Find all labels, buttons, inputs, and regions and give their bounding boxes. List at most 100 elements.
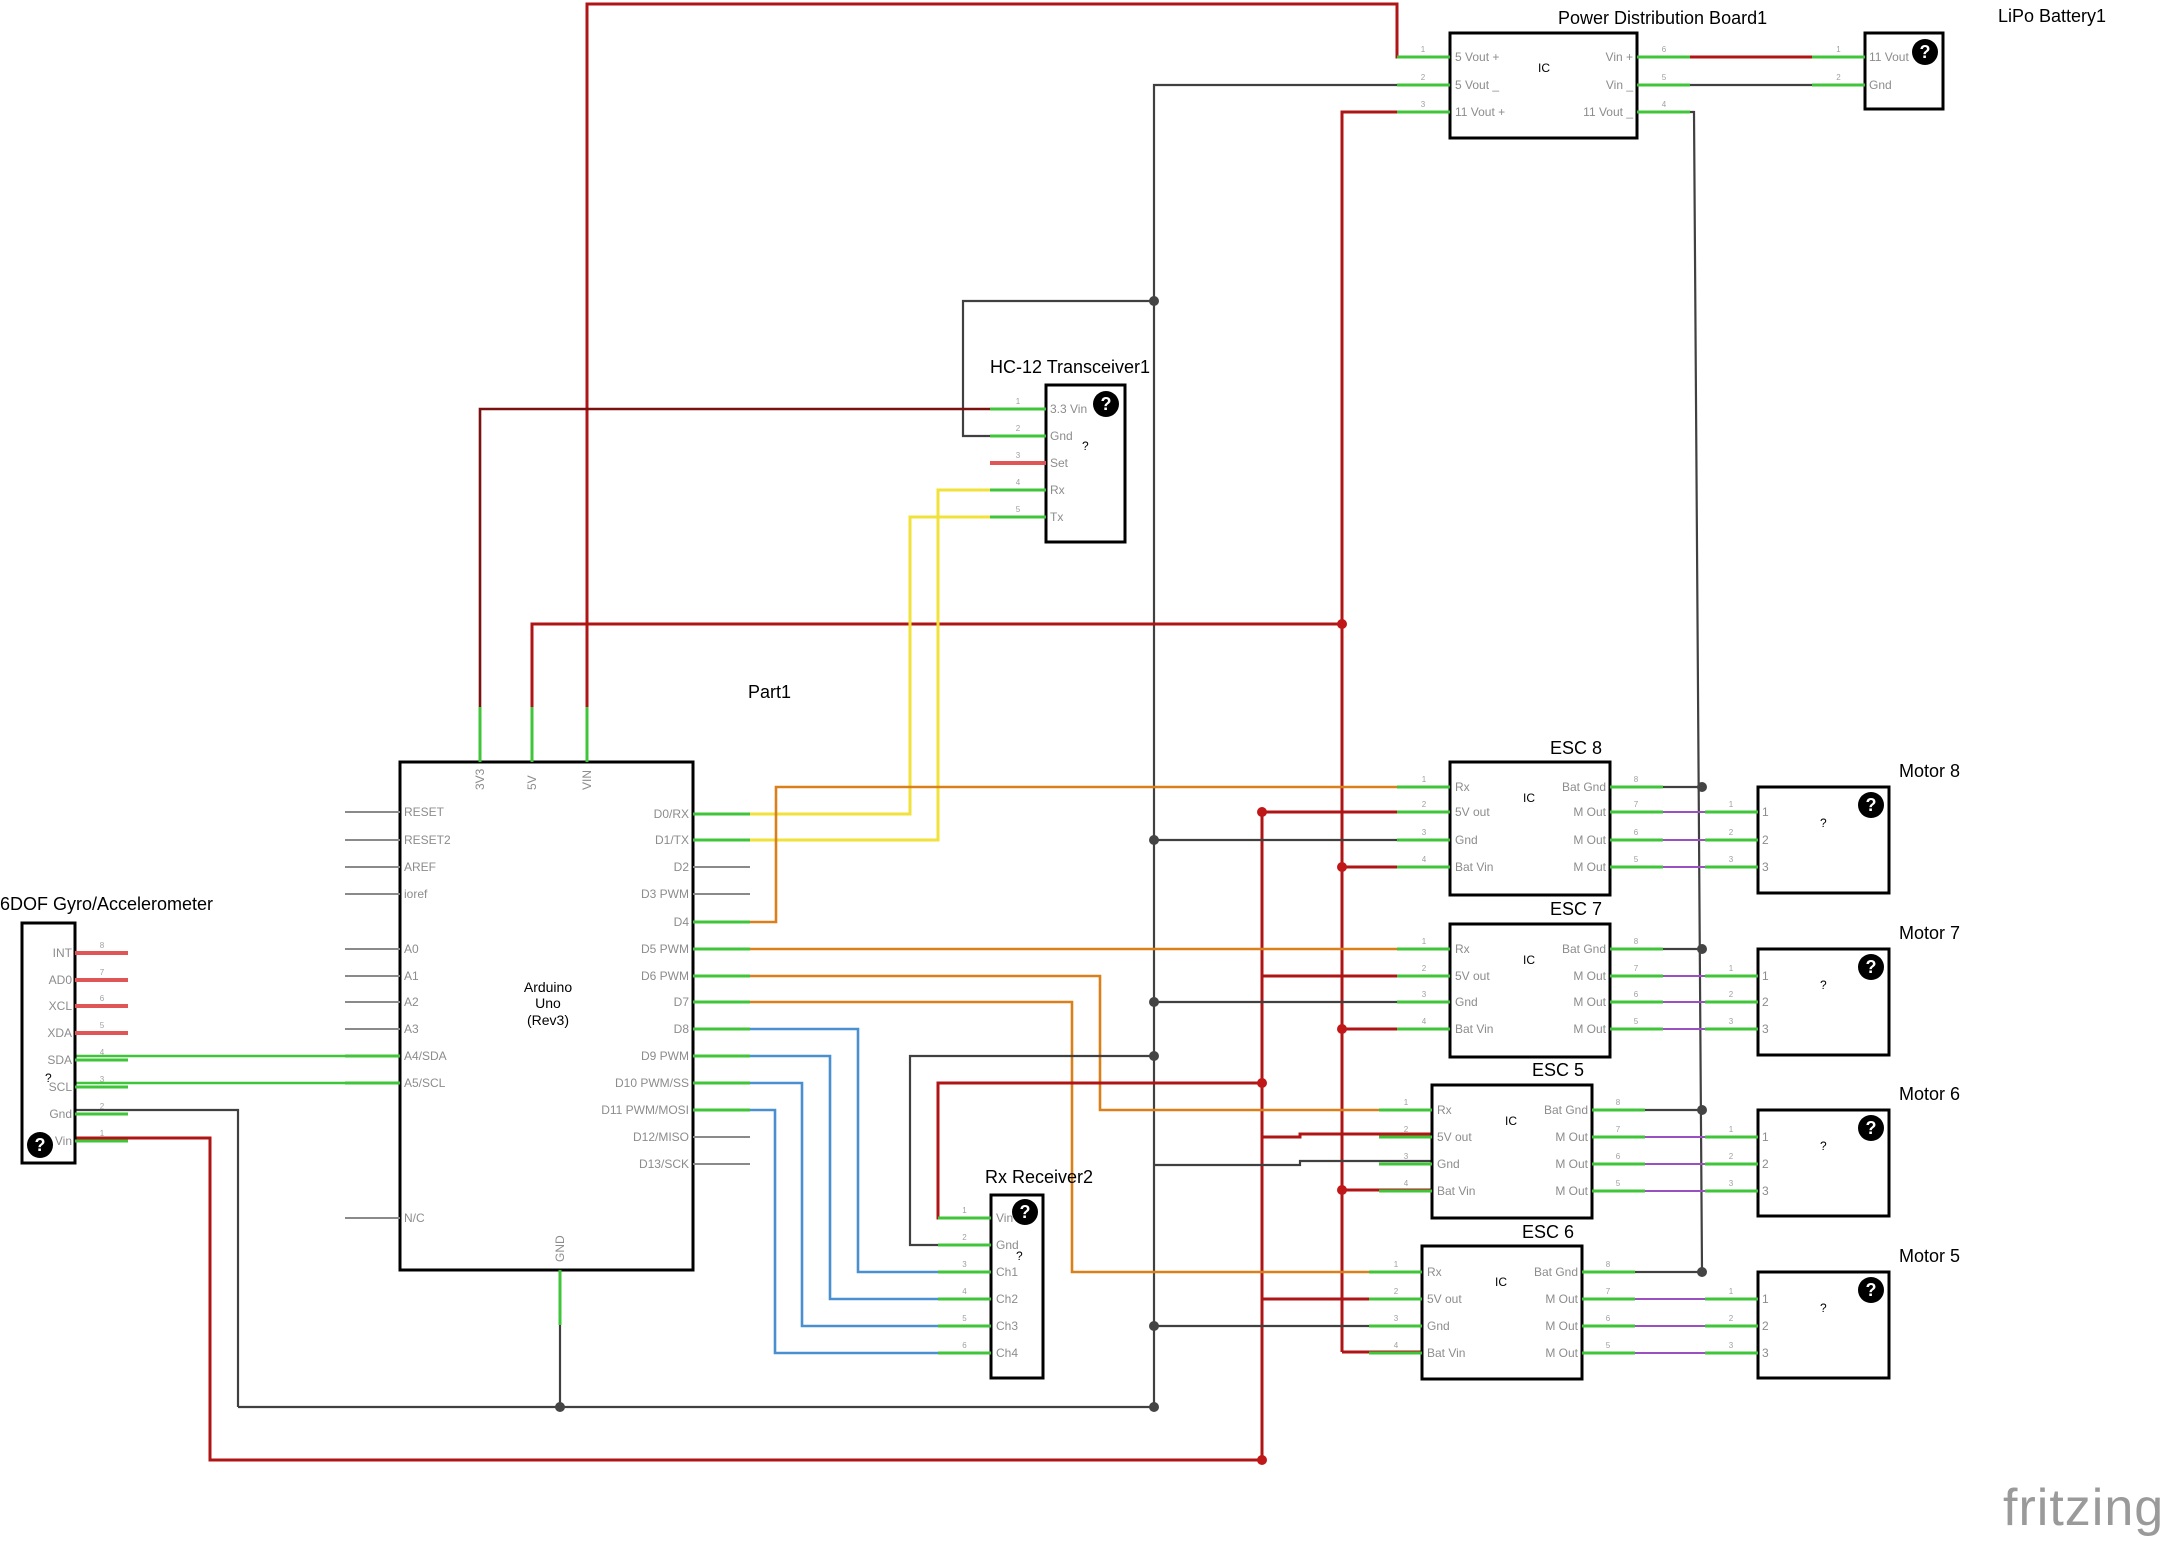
pdb-pin-vin[interactable]: Vin +6 [1606, 45, 1690, 64]
wire-d1-hc12-rx[interactable] [750, 488, 995, 842]
arduino-pin-a2[interactable]: A2 [345, 995, 419, 1009]
motor-pin-1[interactable]: 11 [1705, 1287, 1769, 1306]
pdb-pin-vin[interactable]: Vin _5 [1606, 73, 1690, 92]
wire-d0-hc12-tx[interactable] [750, 515, 995, 816]
motor-pin-3[interactable]: 33 [1705, 1179, 1769, 1198]
motor-pin-2[interactable]: 22 [1705, 990, 1769, 1009]
arduino-pin-reset2[interactable]: RESET2 [345, 833, 451, 847]
arduino-pin-a3[interactable]: A3 [345, 1022, 419, 1036]
motor-pin-1[interactable]: 11 [1705, 1125, 1769, 1144]
arduino-pin-d2[interactable]: D2 [674, 860, 750, 874]
esc-pin-rx[interactable]: Rx1 [1397, 937, 1470, 956]
gyro-module[interactable]: 6DOF Gyro/Accelerometer INT8AD07XCL6XDA5… [0, 894, 213, 1165]
motor-pin-3[interactable]: 33 [1705, 1341, 1769, 1360]
motor-pin-2[interactable]: 22 [1705, 828, 1769, 847]
hc12-transceiver[interactable]: HC-12 Transceiver1 3.3 Vin1Gnd2Set3Rx4Tx… [990, 357, 1150, 544]
wire-5v-bus[interactable] [530, 622, 1342, 712]
arduino-pin-ioref[interactable]: ioref [345, 887, 428, 901]
arduino-pin-3v3[interactable]: 3V3 [473, 707, 487, 790]
wire-3v3-hc12[interactable] [478, 407, 995, 712]
arduino-pin-aref[interactable]: AREF [345, 860, 436, 874]
arduino-pin-d7[interactable]: D7 [674, 995, 750, 1009]
arduino-pin-n-c[interactable]: N/C [345, 1211, 425, 1225]
wire-bat-gnd-bus[interactable] [1690, 110, 1704, 1271]
pdb-pin-11-vout[interactable]: 11 Vout _4 [1583, 100, 1690, 119]
esc-pin-rx[interactable]: Rx1 [1379, 1098, 1452, 1117]
arduino-pin-vin[interactable]: VIN [580, 707, 594, 790]
motor-pin-2[interactable]: 22 [1705, 1152, 1769, 1171]
wire-d11-ch4[interactable] [750, 1108, 990, 1355]
motor-pin-3[interactable]: 33 [1705, 855, 1769, 874]
wire-esc5-gnd[interactable] [1154, 1159, 1432, 1167]
motor-pin-3[interactable]: 33 [1705, 1017, 1769, 1036]
arduino-pin-a0[interactable]: A0 [345, 942, 419, 956]
arduino-pin-d9-pwm[interactable]: D9 PWM [641, 1049, 750, 1063]
arduino-pin-d12-miso[interactable]: D12/MISO [633, 1130, 750, 1144]
arduino-pin-d6-pwm[interactable]: D6 PWM [641, 969, 750, 983]
arduino-pin-a5-scl[interactable]: A5/SCL [345, 1076, 446, 1090]
wire-d4-esc8[interactable] [750, 785, 1450, 924]
arduino-gnd-pin[interactable]: GND [553, 1235, 567, 1325]
motor-pin-1[interactable]: 11 [1705, 964, 1769, 983]
hc12-pin-tx[interactable]: Tx5 [990, 505, 1063, 524]
wire-gyro-gnd[interactable] [75, 1108, 240, 1407]
wire-hc12-gnd[interactable] [961, 299, 1154, 438]
wire-d7-esc6[interactable] [750, 1000, 1422, 1274]
arduino-pin-d5-pwm[interactable]: D5 PWM [641, 942, 750, 956]
arduino-pin-d8[interactable]: D8 [674, 1022, 750, 1036]
wire-d9-ch2[interactable] [750, 1054, 990, 1301]
pdb-pin-11-vout[interactable]: 11 Vout +3 [1397, 100, 1505, 119]
arduino-pin-5v[interactable]: 5V [525, 707, 539, 790]
motor-pin-1[interactable]: 11 [1705, 800, 1769, 819]
arduino-pin-d0-rx[interactable]: D0/RX [654, 807, 750, 821]
arduino-pin-a1[interactable]: A1 [345, 969, 419, 983]
wire-d8-ch1[interactable] [750, 1027, 990, 1274]
arduino-pin-d1-tx[interactable]: D1/TX [655, 833, 750, 847]
arduino-pin-reset[interactable]: RESET [345, 805, 445, 819]
arduino-pin-d11-pwm-mosi[interactable]: D11 PWM/MOSI [601, 1103, 750, 1117]
arduino-pin-d4[interactable]: D4 [674, 915, 750, 929]
power-distribution-board[interactable]: Power Distribution Board1 IC 5 Vout +15 … [1397, 8, 1767, 140]
